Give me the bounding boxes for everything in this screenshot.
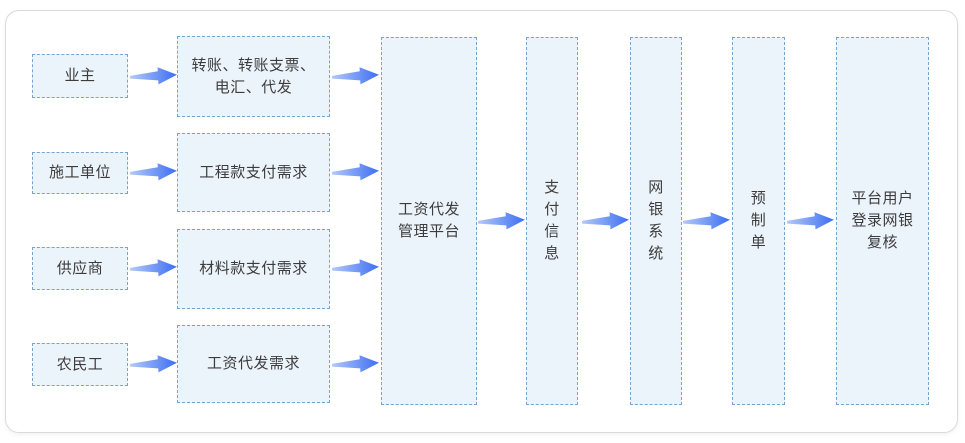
node-transfer-methods-label: 转账、转账支票、 电汇、代发 xyxy=(191,56,316,96)
node-payroll-request: 工资代发需求 xyxy=(177,325,330,403)
flow-arrow-icon xyxy=(331,162,380,182)
flow-arrow-icon xyxy=(682,211,731,231)
node-migrant-worker: 农民工 xyxy=(32,343,128,386)
node-supplier-label: 供应商 xyxy=(56,259,104,277)
node-prepared-order: 预 制 单 xyxy=(732,37,785,405)
node-project-payment-request: 工程款支付需求 xyxy=(177,133,330,212)
node-payroll-platform-label: 工资代发 管理平台 xyxy=(397,201,460,240)
node-contractor-label: 施工单位 xyxy=(48,164,111,181)
flow-arrow-icon xyxy=(786,211,835,231)
flow-arrow-icon xyxy=(331,66,380,86)
node-ebank-system: 网 银 系 统 xyxy=(630,37,682,405)
node-project-payment-request-label: 工程款支付需求 xyxy=(199,163,308,181)
node-payroll-request-label: 工资代发需求 xyxy=(206,355,300,372)
node-supplier: 供应商 xyxy=(32,247,128,290)
node-ebank-system-label: 网 银 系 统 xyxy=(648,179,664,262)
node-material-payment-request: 材料款支付需求 xyxy=(177,229,330,309)
flow-arrow-icon xyxy=(477,211,526,231)
node-transfer-methods: 转账、转账支票、 电汇、代发 xyxy=(177,36,330,117)
node-prepared-order-label: 预 制 单 xyxy=(750,190,767,251)
flow-arrow-icon xyxy=(581,211,630,231)
node-material-payment-request-label: 材料款支付需求 xyxy=(199,260,308,277)
node-migrant-worker-label: 农民工 xyxy=(56,355,104,373)
flow-arrow-icon xyxy=(331,258,380,278)
node-platform-user-review: 平台用户 登录网银 复核 xyxy=(836,37,929,405)
node-contractor: 施工单位 xyxy=(32,152,128,194)
flow-arrow-icon xyxy=(129,258,178,278)
node-payment-info: 支 付 信 息 xyxy=(526,37,578,405)
node-payroll-platform: 工资代发 管理平台 xyxy=(381,37,477,405)
flow-arrow-icon xyxy=(129,162,178,182)
flow-arrow-icon xyxy=(129,354,178,374)
flow-arrow-icon xyxy=(331,354,380,374)
node-payment-info-label: 支 付 信 息 xyxy=(544,179,560,262)
node-owner: 业主 xyxy=(32,54,128,98)
node-platform-user-review-label: 平台用户 登录网银 复核 xyxy=(851,190,914,251)
node-owner-label: 业主 xyxy=(64,67,96,84)
flow-arrow-icon xyxy=(129,66,178,86)
